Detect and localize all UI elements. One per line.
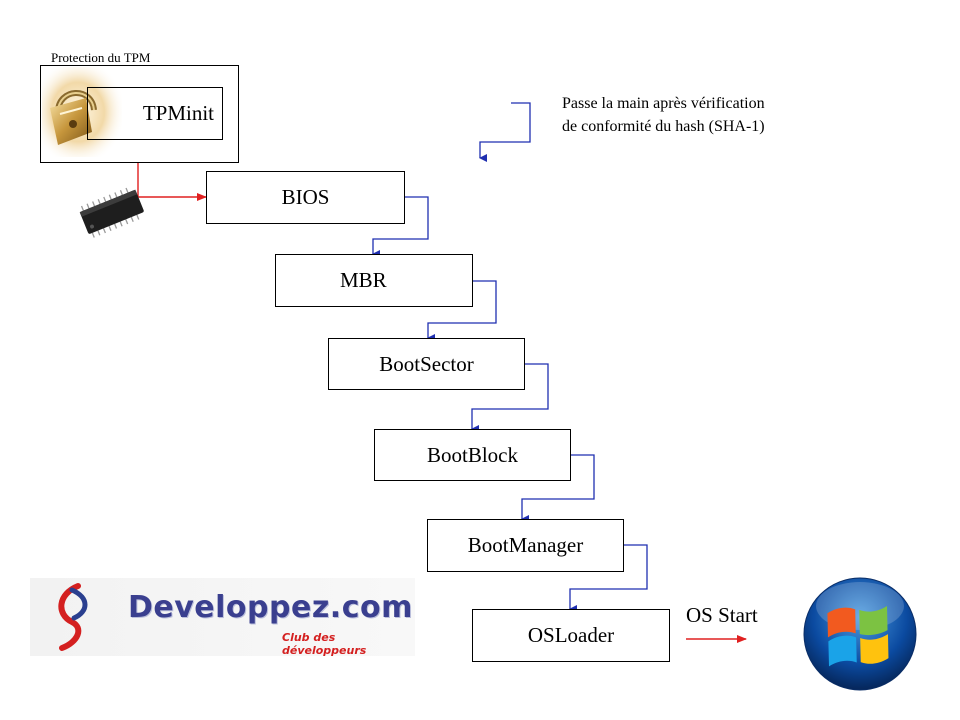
developpez-logo: Developpez.com Club des développeurs xyxy=(30,578,415,657)
arrow-bootblock-bootmanager xyxy=(521,454,595,523)
bootsector-box: BootSector xyxy=(328,338,525,390)
bios-label: BIOS xyxy=(281,185,330,209)
arrow-bios-mbr xyxy=(372,196,429,258)
bootmanager-label: BootManager xyxy=(467,533,584,557)
tpminit-box: TPMinit xyxy=(87,87,223,140)
bootmanager-box: BootManager xyxy=(427,519,624,572)
osloader-box: OSLoader xyxy=(472,609,670,662)
tpminit-label: TPMinit xyxy=(142,101,214,125)
bios-box: BIOS xyxy=(206,171,405,224)
arrow-mbr-bootsector xyxy=(427,280,497,342)
mbr-label: MBR xyxy=(340,268,387,292)
os-start-label: OS Start xyxy=(686,603,758,627)
developpez-name: Developpez.com xyxy=(128,590,413,625)
tpm-arrow xyxy=(137,162,207,201)
arrow-bootmanager-osloader xyxy=(569,544,648,613)
tpm-frame xyxy=(40,65,239,163)
tpm-caption: Protection du TPM xyxy=(51,50,151,65)
legend-arrow xyxy=(479,102,531,162)
arrow-bootsector-bootblock xyxy=(471,363,549,433)
osloader-label: OSLoader xyxy=(527,623,615,647)
mbr-box: MBR xyxy=(275,254,473,307)
legend-line-2: de conformité du hash (SHA-1) xyxy=(562,118,765,135)
bootblock-label: BootBlock xyxy=(426,442,518,467)
developpez-swoosh-icon xyxy=(58,583,88,651)
legend-line-1: Passe la main après vérification xyxy=(562,95,765,112)
bootsector-label: BootSector xyxy=(379,351,474,376)
bootblock-box: BootBlock xyxy=(374,429,571,481)
developpez-tagline: Club des développeurs xyxy=(282,631,367,657)
